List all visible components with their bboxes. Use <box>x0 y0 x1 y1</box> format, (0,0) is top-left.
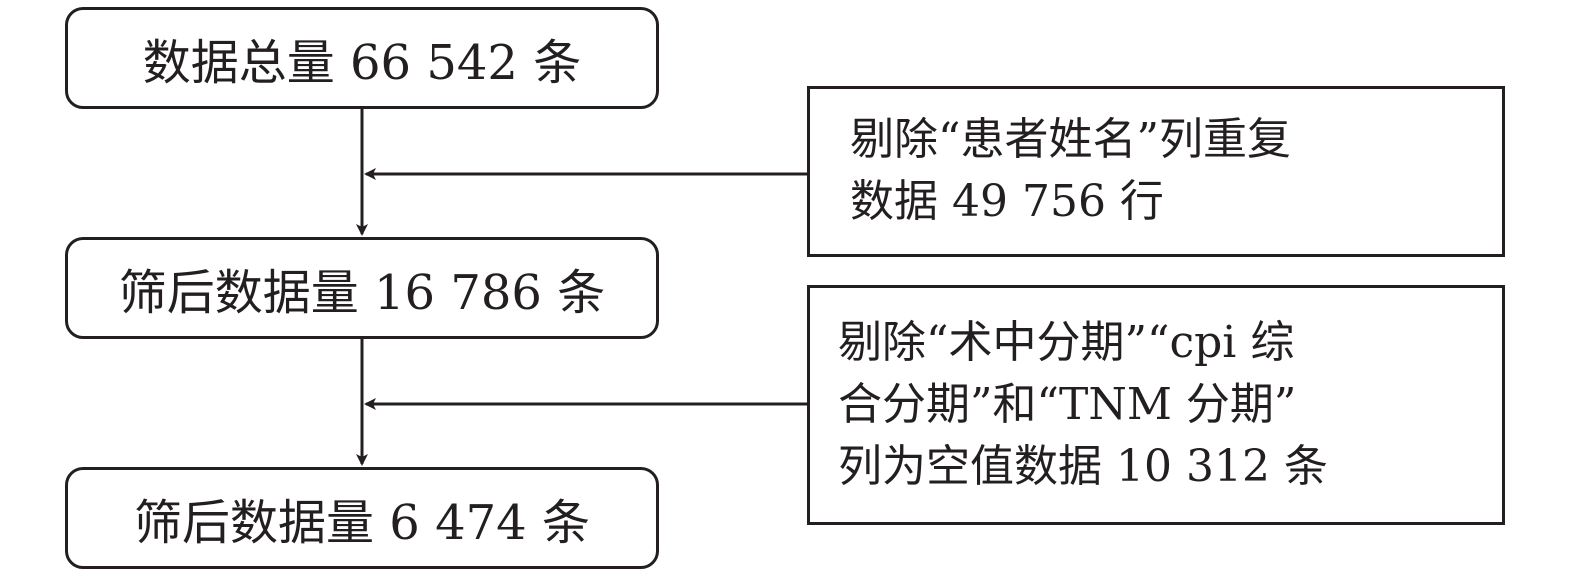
exclusion-1-line-1: 剔除“患者姓名”列重复 <box>850 114 1291 165</box>
total-data-label: 数据总量 66 542 条 <box>142 35 582 91</box>
exclusion-box-1: 剔除“患者姓名”列重复 数据 49 756 行 <box>807 86 1505 257</box>
exclusion-2-line-2: 合分期”和“TNM 分期” <box>838 379 1297 430</box>
filtered-data-label-1: 筛后数据量 16 786 条 <box>118 265 606 321</box>
exclusion-2-line-1: 剔除“术中分期”“cpi 综 <box>838 317 1295 368</box>
exclusion-2-line-3: 列为空值数据 10 312 条 <box>838 441 1328 492</box>
total-data-box: 数据总量 66 542 条 <box>65 7 659 109</box>
exclusion-box-2: 剔除“术中分期”“cpi 综 合分期”和“TNM 分期” 列为空值数据 10 3… <box>807 285 1505 525</box>
exclusion-1-line-2: 数据 49 756 行 <box>850 176 1164 227</box>
filtered-data-label-2: 筛后数据量 6 474 条 <box>134 495 590 551</box>
filtered-data-box-1: 筛后数据量 16 786 条 <box>65 237 659 339</box>
filtered-data-box-2: 筛后数据量 6 474 条 <box>65 467 659 569</box>
